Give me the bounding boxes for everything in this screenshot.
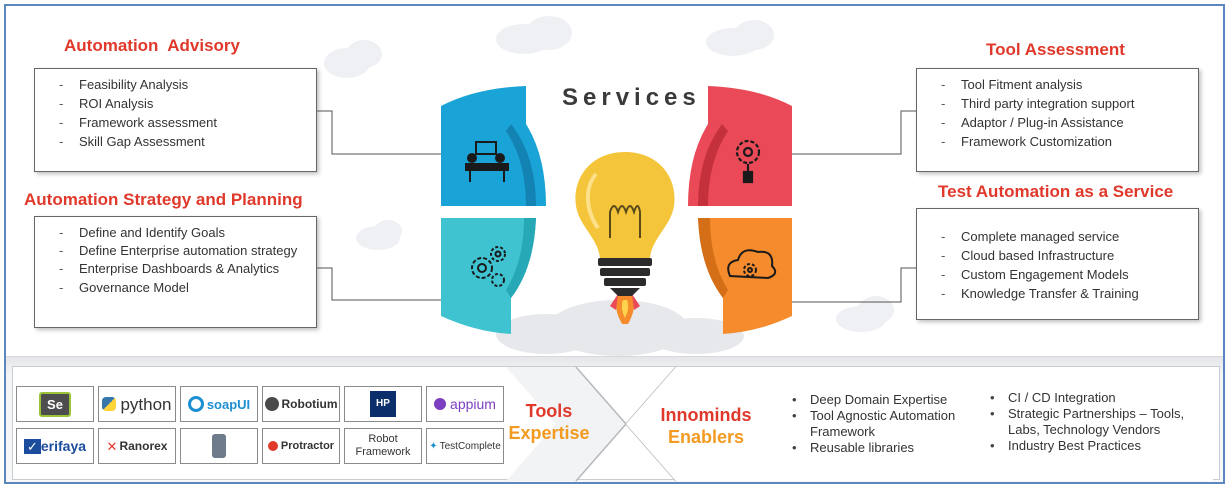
tool-assessment-heading: Tool Assessment — [986, 40, 1125, 59]
robot-framework-logo: Robot Framework — [344, 428, 422, 464]
gears-icon — [471, 246, 506, 287]
cloud-decoration — [734, 20, 774, 50]
list-item: Knowledge Transfer & Training — [917, 284, 1198, 303]
hp-logo-text: HP — [370, 391, 396, 417]
services-wheel — [317, 86, 916, 356]
ranorex-logo-text: Ranorex — [119, 438, 168, 453]
list-item: Define Enterprise automation strategy — [35, 242, 316, 259]
taas-list: Complete managed service Cloud based Inf… — [917, 215, 1198, 303]
cloud-decoration — [858, 296, 894, 324]
list-item: Skill Gap Assessment — [35, 132, 316, 151]
selenium-logo-text: Se — [39, 391, 71, 417]
enablers-list-2: CI / CD Integration Strategic Partnershi… — [986, 390, 1196, 454]
infographic-frame: Automation Advisory Feasibility Analysis… — [4, 4, 1225, 484]
list-item: Governance Model — [35, 278, 316, 297]
robot-framework-logo-text: Robot Framework — [355, 433, 411, 458]
taas-box: Complete managed service Cloud based Inf… — [916, 208, 1199, 320]
list-item: Tool Fitment analysis — [917, 75, 1198, 94]
verifaya-logo: ✓ erifaya — [16, 428, 94, 464]
connector-lines — [317, 110, 916, 303]
list-item: Industry Best Practices — [986, 438, 1196, 454]
taas-heading: Test Automation as a Service — [938, 182, 1174, 201]
tool-assessment-box: Tool Fitment analysis Third party integr… — [916, 68, 1199, 172]
advisory-list: Feasibility Analysis ROI Analysis Framew… — [35, 75, 316, 151]
meeting-icon — [465, 141, 509, 182]
soapui-logo: soapUI — [180, 386, 258, 422]
robot-icon — [212, 434, 226, 458]
list-item: Define and Identify Goals — [35, 223, 316, 242]
ranorex-icon: ✕ — [106, 438, 118, 454]
gear-wrench-icon — [735, 139, 761, 184]
strategy-list: Define and Identify Goals Define Enterpr… — [35, 223, 316, 297]
appium-logo-text: appium — [450, 395, 496, 412]
testcomplete-logo-text: TestComplete — [439, 440, 501, 452]
enablers-label-line2: Enablers — [667, 427, 745, 447]
list-item: Third party integration support — [917, 94, 1198, 113]
list-item: Framework assessment — [35, 113, 316, 132]
list-item: Framework Customization — [917, 132, 1198, 151]
appium-logo: appium — [426, 386, 504, 422]
ranorex-logo: ✕ Ranorex — [98, 428, 176, 464]
tool-assessment-list: Tool Fitment analysis Third party integr… — [917, 75, 1198, 151]
robotium-logo: Robotium — [262, 386, 340, 422]
advisory-segment — [441, 86, 546, 206]
tools-expertise-label: Tools Expertise — [506, 400, 592, 444]
list-item: Strategic Partnerships – Tools, Labs, Te… — [986, 406, 1196, 438]
tool-assessment-segment — [688, 86, 792, 206]
list-item: Reusable libraries — [788, 440, 988, 456]
testcomplete-icon: ✦ — [429, 440, 438, 452]
selenium-logo: Se — [16, 386, 94, 422]
tools-label-line1: Tools — [525, 401, 573, 421]
list-item: Complete managed service — [917, 227, 1198, 246]
advisory-heading: Automation Advisory — [64, 36, 240, 55]
python-logo-text: python — [120, 394, 172, 414]
list-item: Feasibility Analysis — [35, 75, 316, 94]
cloud-decoration — [374, 220, 402, 242]
cloud-decoration — [526, 16, 572, 50]
hp-logo: HP — [344, 386, 422, 422]
robot-logo — [180, 428, 258, 464]
enablers-list-1: Deep Domain Expertise Tool Agnostic Auto… — [788, 392, 988, 456]
list-item: Custom Engagement Models — [917, 265, 1198, 284]
soapui-logo-text: soapUI — [206, 396, 251, 412]
list-item: Cloud based Infrastructure — [917, 246, 1198, 265]
soapui-icon — [187, 396, 204, 412]
list-item: Adaptor / Plug-in Assistance — [917, 113, 1198, 132]
python-icon — [102, 397, 117, 411]
list-item: Enterprise Dashboards & Analytics — [35, 259, 316, 278]
list-item: Tool Agnostic Automation Framework — [788, 408, 988, 440]
python-logo: python — [98, 386, 176, 422]
enablers-label-line1: Innominds — [660, 405, 752, 425]
verifaya-check-icon: ✓ — [23, 438, 41, 454]
cloud-base — [496, 300, 744, 356]
list-item: Deep Domain Expertise — [788, 392, 988, 408]
list-item: ROI Analysis — [35, 94, 316, 113]
protractor-logo: Protractor — [262, 428, 340, 464]
lightbulb-rocket-icon — [575, 152, 675, 324]
strategy-box: Define and Identify Goals Define Enterpr… — [34, 216, 317, 328]
appium-icon — [434, 398, 447, 410]
enablers-label: Innominds Enablers — [646, 404, 766, 448]
services-title: Services — [562, 84, 701, 111]
robotium-icon — [264, 397, 279, 411]
cloud-gear-icon — [727, 249, 777, 280]
robotium-logo-text: Robotium — [281, 396, 338, 411]
protractor-logo-text: Protractor — [280, 439, 335, 452]
testcomplete-logo: ✦ TestComplete — [426, 428, 504, 464]
verifaya-logo-text: erifaya — [40, 437, 87, 454]
protractor-icon — [267, 441, 278, 451]
list-item: CI / CD Integration — [986, 390, 1196, 406]
cloud-decoration — [346, 40, 382, 68]
tools-label-line2: Expertise — [508, 423, 590, 443]
strategy-heading: Automation Strategy and Planning — [24, 190, 303, 209]
advisory-box: Feasibility Analysis ROI Analysis Framew… — [34, 68, 317, 172]
